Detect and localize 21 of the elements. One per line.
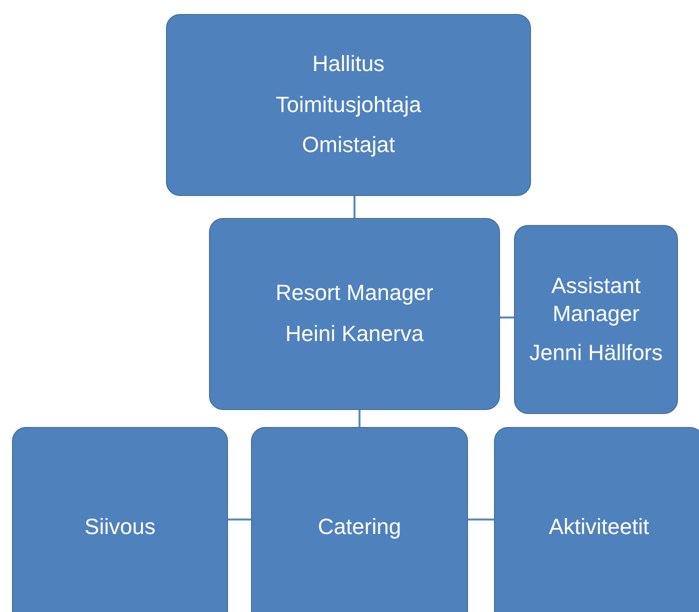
box-label: Resort Manager bbox=[276, 279, 434, 308]
box-label: Jenni Hällfors bbox=[529, 338, 663, 367]
connector-line bbox=[354, 196, 356, 218]
connector-line bbox=[500, 316, 514, 318]
box-label: Toimitusjohtaja bbox=[276, 90, 422, 119]
connector-line bbox=[468, 518, 494, 520]
org-box bbox=[251, 427, 468, 612]
org-box bbox=[12, 427, 228, 612]
org-box bbox=[209, 218, 500, 410]
box-label: Assistant Manager bbox=[550, 272, 642, 328]
org-box bbox=[514, 225, 678, 414]
connector-line bbox=[228, 518, 251, 520]
org-box bbox=[494, 427, 699, 612]
org-box bbox=[166, 14, 531, 196]
box-label: Catering bbox=[318, 512, 402, 541]
box-label: Siivous bbox=[84, 512, 156, 541]
box-label: Omistajat bbox=[302, 131, 395, 160]
box-label: Heini Kanerva bbox=[285, 320, 424, 348]
box-label: Aktiviteetit bbox=[548, 512, 650, 541]
connector-line bbox=[358, 410, 360, 427]
box-label: Hallitus bbox=[312, 50, 385, 78]
